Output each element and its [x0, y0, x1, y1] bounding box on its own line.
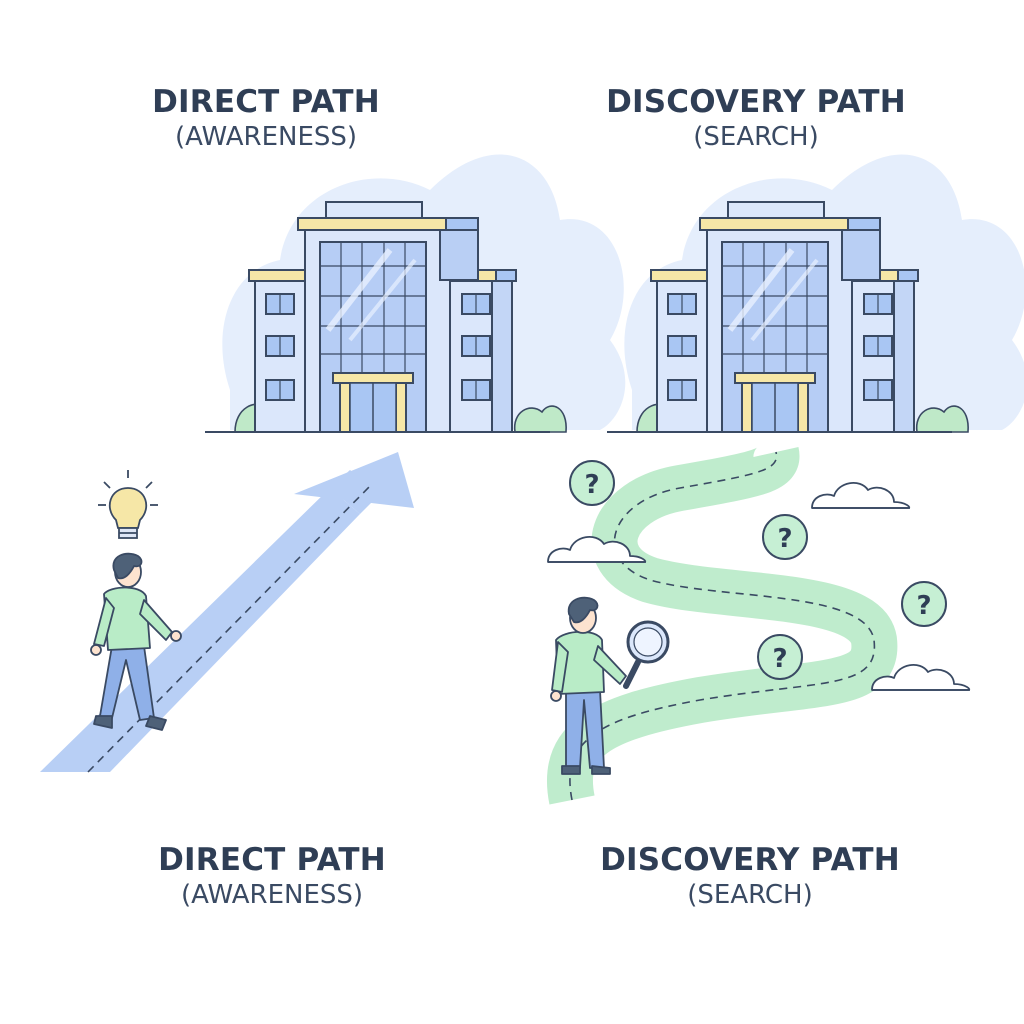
direct-path-arrow: [40, 452, 414, 773]
direct-path-title: DIRECT PATH: [152, 84, 380, 120]
svg-text:?: ?: [916, 591, 931, 621]
svg-text:?: ?: [777, 524, 792, 554]
discovery-path-title: DISCOVERY PATH: [606, 84, 906, 120]
discovery-winding-path: [547, 445, 898, 805]
office-building-icon: [607, 154, 1024, 432]
bottom-direct-path-subtitle: (AWARENESS): [180, 880, 364, 910]
lightbulb-icon: [98, 470, 158, 539]
cloud-icon: [811, 481, 911, 509]
question-mark-icon: ?: [569, 460, 615, 506]
svg-text:?: ?: [772, 644, 787, 674]
bottom-discovery-path-title: DISCOVERY PATH: [600, 842, 900, 878]
question-mark-icon: ?: [757, 634, 803, 680]
bottom-direct-path-title: DIRECT PATH: [158, 842, 386, 878]
svg-text:?: ?: [584, 470, 599, 500]
office-building-icon: [205, 154, 625, 432]
bottom-discovery-path-subtitle: (SEARCH): [687, 880, 813, 910]
question-mark-icon: ?: [901, 581, 947, 627]
bottom-label-discovery: DISCOVERY PATH (SEARCH): [540, 842, 960, 910]
bottom-label-direct: DIRECT PATH (AWARENESS): [62, 842, 482, 910]
magnifier-icon: [623, 620, 670, 689]
discovery-path-subtitle: (SEARCH): [693, 122, 819, 152]
walking-person-figure: [90, 552, 182, 731]
top-label-direct: DIRECT PATH (AWARENESS): [56, 84, 476, 152]
top-label-discovery: DISCOVERY PATH (SEARCH): [546, 84, 966, 152]
question-mark-icon: ?: [762, 514, 808, 560]
direct-path-subtitle: (AWARENESS): [174, 122, 358, 152]
searching-person-figure: [550, 596, 627, 775]
